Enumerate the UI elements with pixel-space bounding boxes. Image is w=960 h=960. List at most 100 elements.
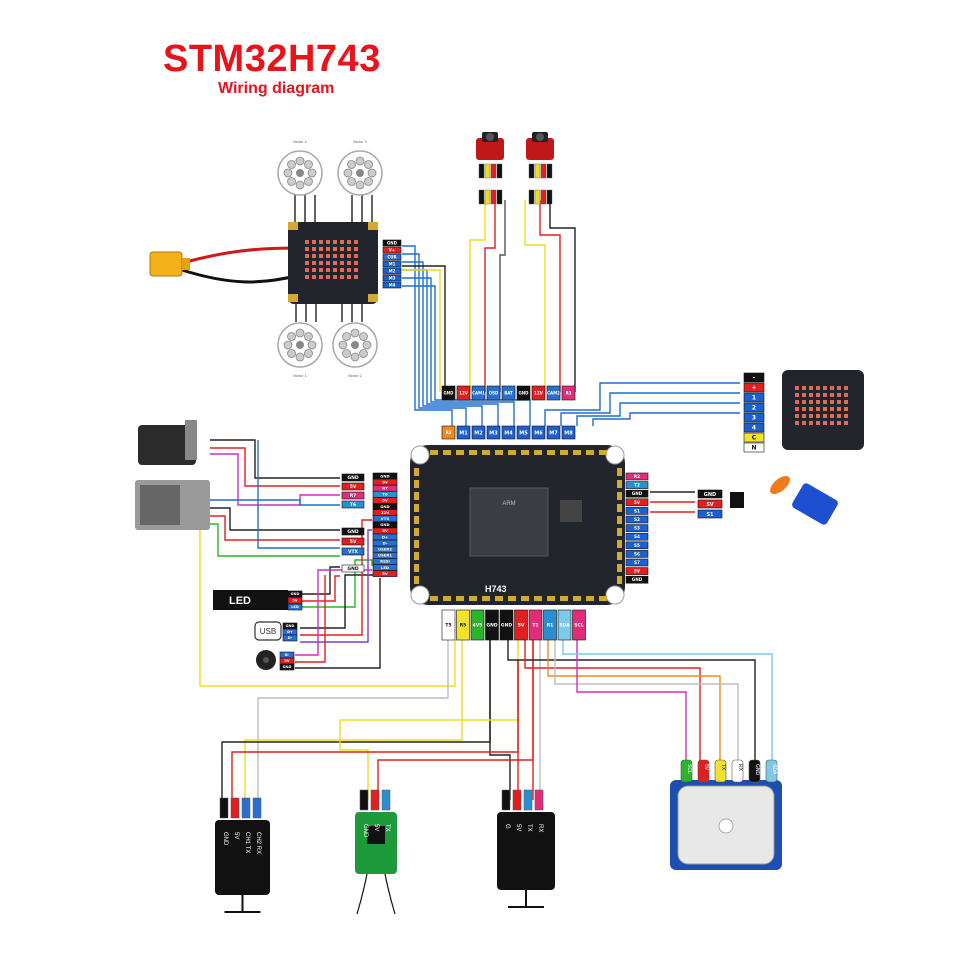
motor-coil [287,332,296,341]
esc-right-chip [802,393,806,397]
esc-chip [312,275,316,279]
receiver-pin-label: CH1 TX [244,832,250,853]
servo-pin-1: 5V [706,502,713,508]
esc-right-pin-0-box [743,372,765,383]
fc-motor-pin-1-box [471,425,486,440]
esc-right-chip [816,407,820,411]
wire-gps-sda [562,640,773,765]
fc-left-pin-11: D- [383,540,388,545]
buzzer-pin-2-box [279,663,295,671]
battery-connector-tab [182,258,190,270]
motor-coil [283,168,293,178]
esc-chip [333,261,337,265]
usb-pin-2-box [282,634,298,642]
fc-pad [617,480,622,488]
wire-led-signal [300,559,373,608]
esc-chip [319,247,323,251]
motor-hub [296,169,304,177]
esc-right-chip [809,400,813,404]
esc-right-chip [802,421,806,425]
camera-plug [546,189,553,205]
esc-right-pin-3-box [743,402,765,413]
motor-coil [359,332,368,341]
servo-pin-0: GND [704,492,716,498]
motor-coil [304,177,313,186]
battery-wire-red [181,246,301,265]
motor-coil [307,168,317,178]
fc-left-pin-7: VTX [381,516,390,521]
motor-coil [295,352,305,362]
esc-right-chip [823,421,827,425]
motor-label: Motor 1 [293,373,307,378]
fc-pad [469,596,477,601]
fc-top-pin-2-box [471,385,486,401]
receiver-body [215,820,270,895]
wire-esc-motor-5 [402,277,515,426]
fc-motor-pin-7-box [561,425,576,440]
wire-gps-tx [547,640,721,765]
fc-bottom-pin-1: R5 [460,623,467,629]
fc-pad [521,596,529,601]
fc-bottom-pin-4: GND [501,623,512,629]
motor-coil [287,177,296,186]
motor-1: Motor 4 [277,139,323,196]
vtx-pin-2-box [341,491,365,500]
fc-right-pin-11: 5V [634,569,641,574]
esc-right-chip [802,414,806,418]
esc-chip [305,261,309,265]
led-pin-0: GND [291,592,300,596]
fc-bottom-pin-9: SCL [574,623,584,629]
vtx-pin-0: GND [347,475,358,481]
motor-hub [296,341,304,349]
fc-right-pin-4: S1 [634,508,640,513]
esc-right-pin-1-box [743,382,765,393]
wire-gps-rx [554,640,739,765]
wire-rssi [199,500,456,687]
esc-right-pin-2: 1 [752,395,756,402]
esc-right-pin-0: - [753,375,756,382]
vtx-cam-pin-1-box [341,537,365,546]
esc-chip [305,268,309,272]
fc-bottom-pin-6-box [528,609,543,641]
fc-pad [547,450,555,455]
fc-bottom-pin-0-box [441,609,456,641]
motor-coil [347,160,356,169]
usb-pin-2: D- [288,636,293,640]
esc-chip [326,268,330,272]
fc-pad [617,492,622,500]
motor-coil [283,340,293,350]
esc-chip [333,247,337,251]
fc-motor-pin-0-box [456,425,471,440]
esc-chip [354,268,358,272]
fc-pad [617,468,622,476]
servo-horn [770,476,790,494]
esc-right-chip [830,414,834,418]
motor-coil [307,340,317,350]
fc-left-pin-16: 5V [382,571,388,576]
esc-chip [340,254,344,258]
esc-right-chip [809,421,813,425]
gps-plug [697,759,710,783]
motor-hub [356,169,364,177]
fc-right-pin-2-box [625,489,649,498]
esc-chip [347,247,351,251]
motor-2: Motor 3 [337,139,383,196]
esc-right-chip [809,414,813,418]
fc-top-pin-4-box [501,385,516,401]
esc-chip [333,254,337,258]
fc-pad [456,450,464,455]
esc-left-pin-5: M3 [389,275,396,280]
esc-chip [354,240,358,244]
led-pin-1-box [287,597,303,604]
fc-left-pin-5: GND [380,504,389,509]
wire-r5 [244,640,463,800]
fc-top-pin-2: CAM1 [472,390,485,395]
wire-esc2-motor-4 [592,412,740,426]
esc-left-pin-0: GND [387,240,398,245]
fc-pad [443,596,451,601]
camera-lead [540,163,547,179]
fc-motor-pin-3: M4 [504,430,513,436]
